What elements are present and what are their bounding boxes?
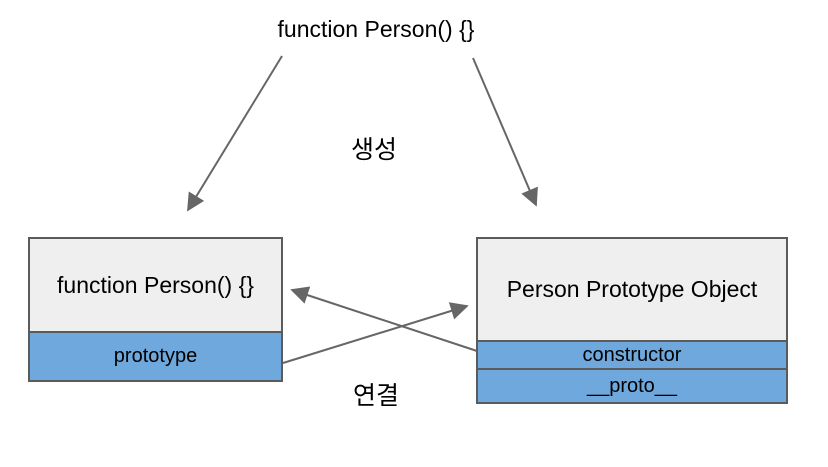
constructor-link-arrow — [290, 286, 478, 352]
diagram-title: function Person() {} — [277, 16, 475, 42]
label-link: 연결 — [353, 382, 400, 410]
prototype-link-arrow — [282, 302, 469, 364]
function-person-box: function Person() {} prototype — [28, 237, 283, 382]
function-person-box-header: function Person() {} — [57, 271, 254, 298]
person-prototype-object-box-header: Person Prototype Object — [506, 276, 758, 302]
create-arrow-to-prototype-object-box — [472, 57, 538, 207]
proto-row: __proto__ — [478, 368, 786, 402]
create-arrow-to-function-box — [187, 55, 283, 212]
constructor-row: constructor — [478, 340, 786, 368]
prototype-row: prototype — [30, 331, 281, 380]
person-prototype-object-box: Person Prototype Object constructor __pr… — [476, 237, 788, 404]
label-create: 생성 — [351, 136, 398, 164]
